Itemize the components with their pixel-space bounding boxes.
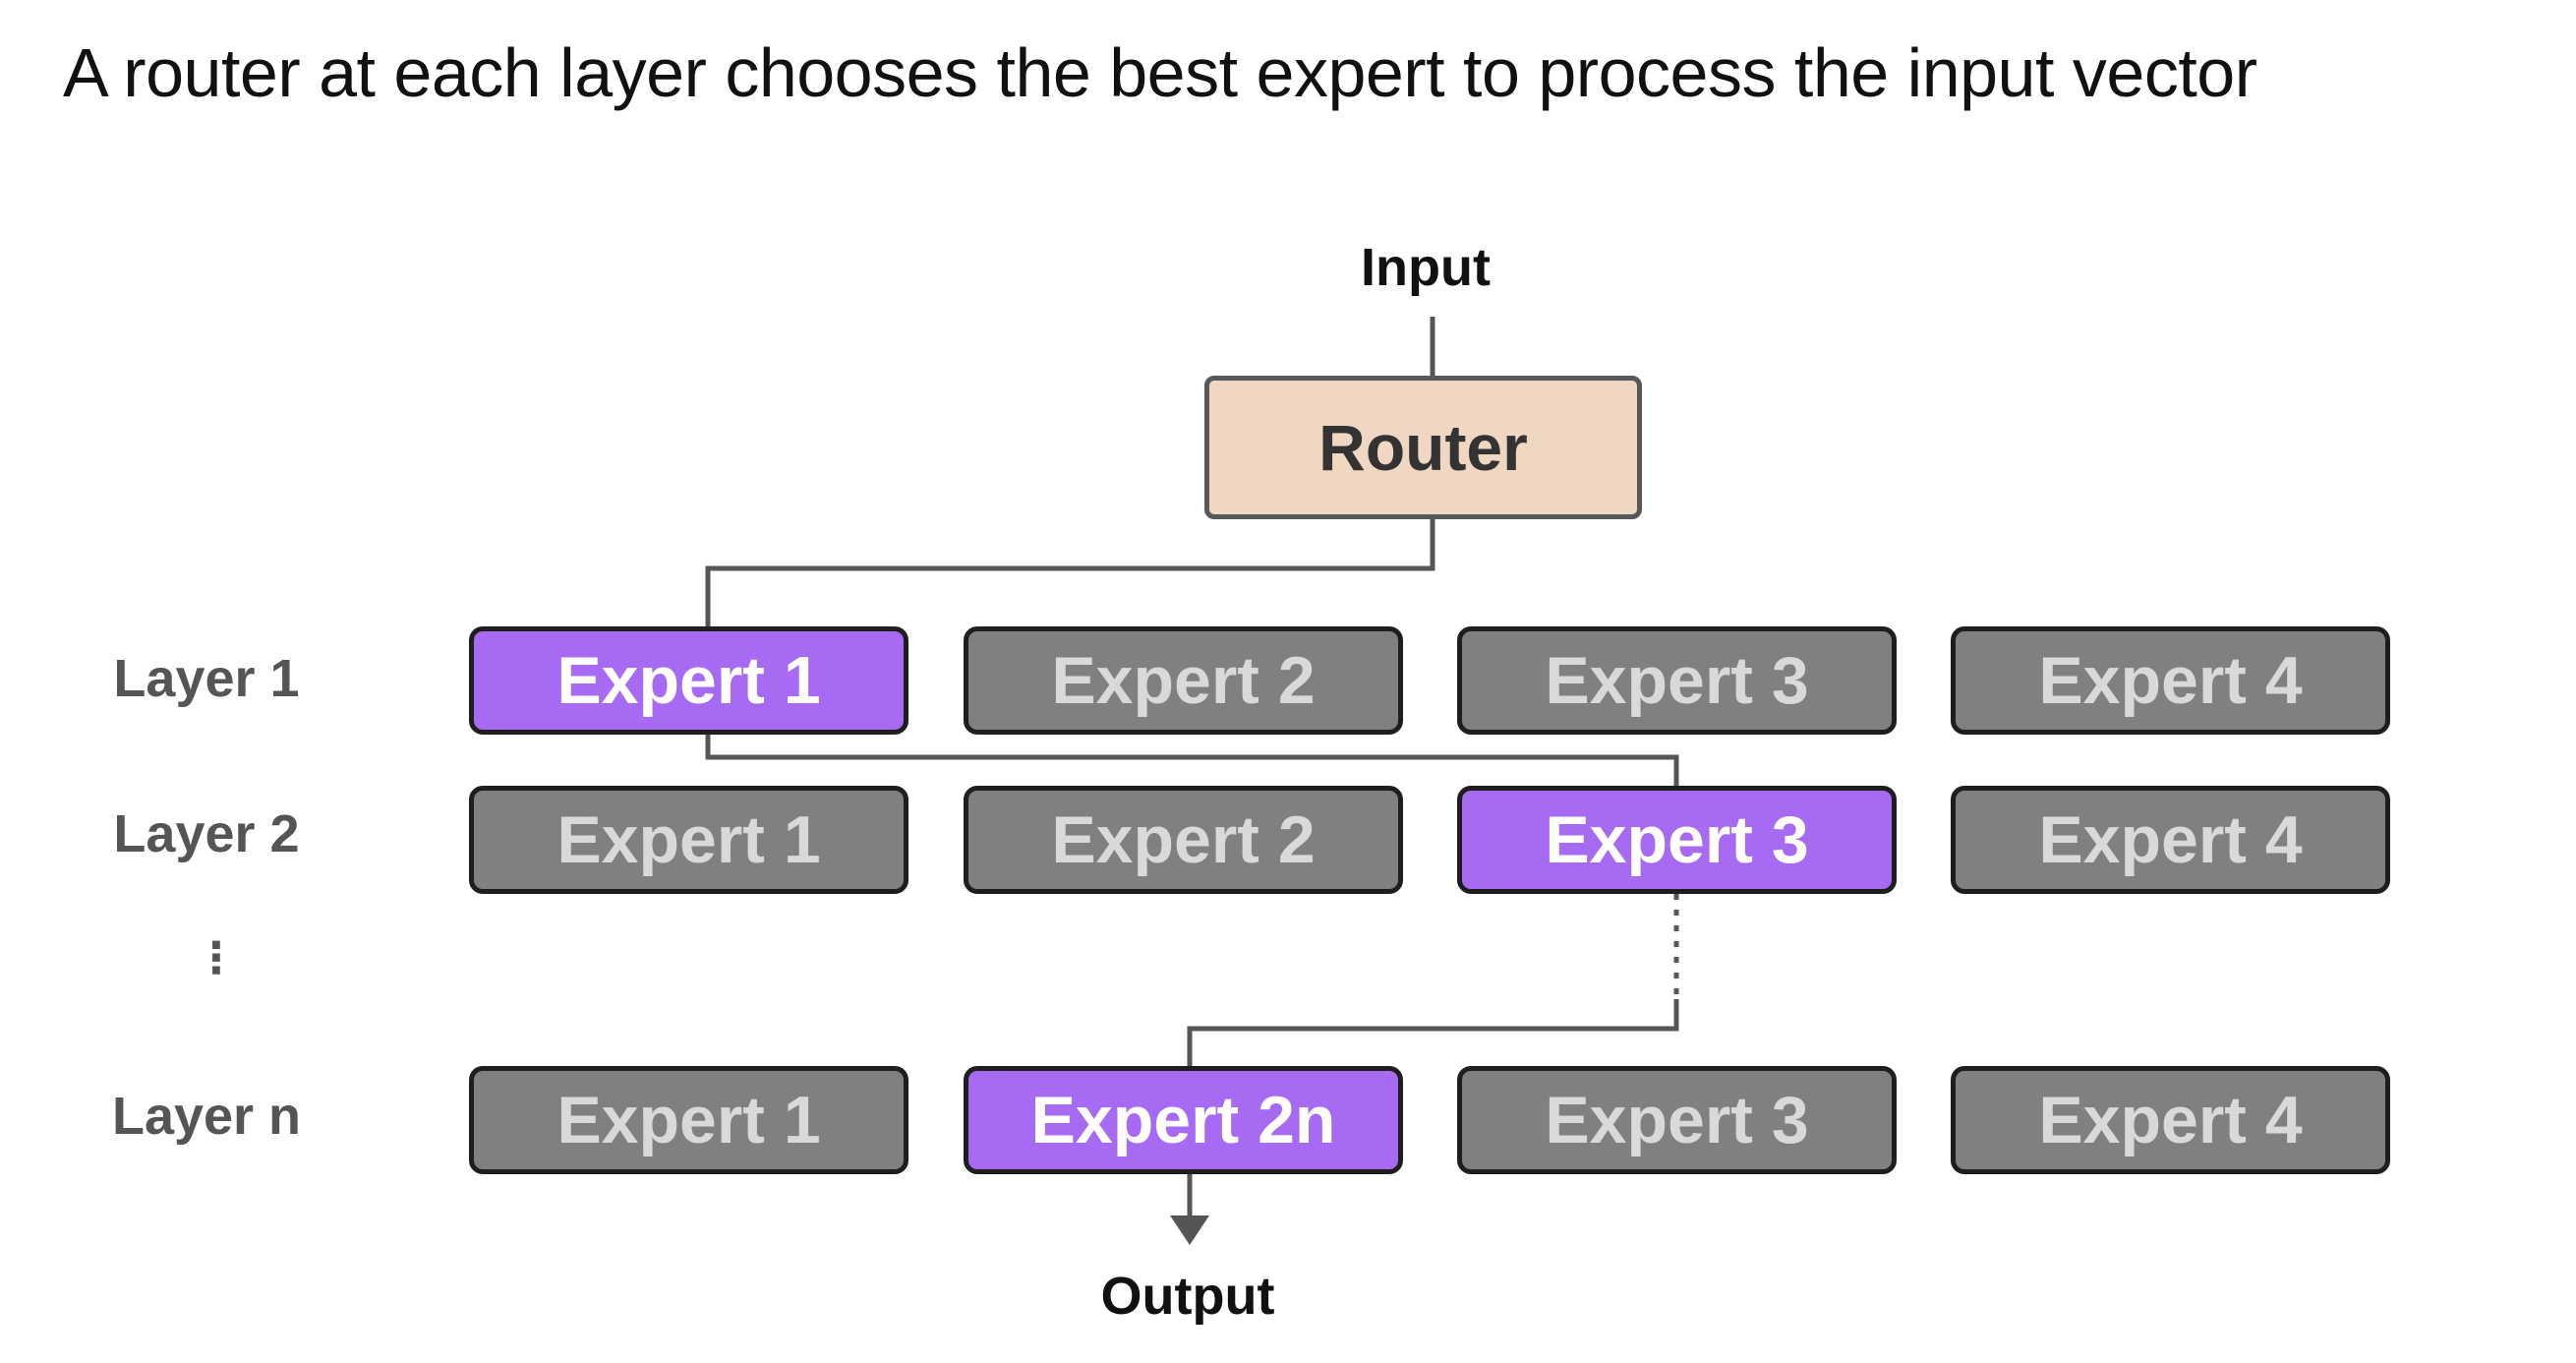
layer2-expert-4: Expert 4 [1951, 786, 2390, 894]
layer2-expert-3: Expert 3 [1457, 786, 1897, 894]
expert-label: Expert 2 [1051, 643, 1316, 718]
router-label: Router [1318, 411, 1528, 484]
input-label: Input [1361, 238, 1491, 297]
layer1-expert-2: Expert 2 [964, 626, 1403, 735]
layer1-expert-4: Expert 4 [1951, 626, 2390, 735]
expert-label: Expert 3 [1545, 1083, 1809, 1157]
output-arrowhead [1170, 1215, 1209, 1245]
connector-to-layer-n [1187, 999, 1679, 1066]
layer-label-n: Layer n [111, 1087, 302, 1146]
layern-expert-1: Expert 1 [469, 1066, 908, 1174]
layern-expert-2n: Expert 2n [964, 1066, 1403, 1174]
expert-label: Expert 3 [1545, 802, 1809, 877]
expert-label: Expert 1 [556, 643, 821, 718]
layer2-expert-1: Expert 1 [469, 786, 908, 894]
vertical-ellipsis: ⋮ [195, 934, 238, 982]
layer-label-1: Layer 1 [113, 649, 300, 708]
connector-router-layer1 [705, 519, 1435, 626]
router-box: Router [1204, 376, 1642, 519]
expert-label: Expert 1 [556, 1083, 821, 1157]
expert-label: Expert 1 [556, 802, 821, 877]
expert-label: Expert 4 [2038, 643, 2303, 718]
expert-label: Expert 4 [2038, 802, 2303, 877]
expert-label: Expert 3 [1545, 643, 1809, 718]
expert-label: Expert 2 [1051, 802, 1316, 877]
page-title: A router at each layer chooses the best … [63, 34, 2257, 111]
output-label: Output [1100, 1267, 1275, 1326]
layer-label-2: Layer 2 [113, 804, 300, 863]
connector-layer1-layer2 [705, 735, 1679, 786]
expert-label: Expert 2n [1030, 1083, 1336, 1157]
layer1-expert-1: Expert 1 [469, 626, 908, 735]
expert-label: Expert 4 [2038, 1083, 2303, 1157]
layer1-expert-3: Expert 3 [1457, 626, 1897, 735]
layern-expert-3: Expert 3 [1457, 1066, 1897, 1174]
layer2-expert-2: Expert 2 [964, 786, 1403, 894]
layern-expert-4: Expert 4 [1951, 1066, 2390, 1174]
